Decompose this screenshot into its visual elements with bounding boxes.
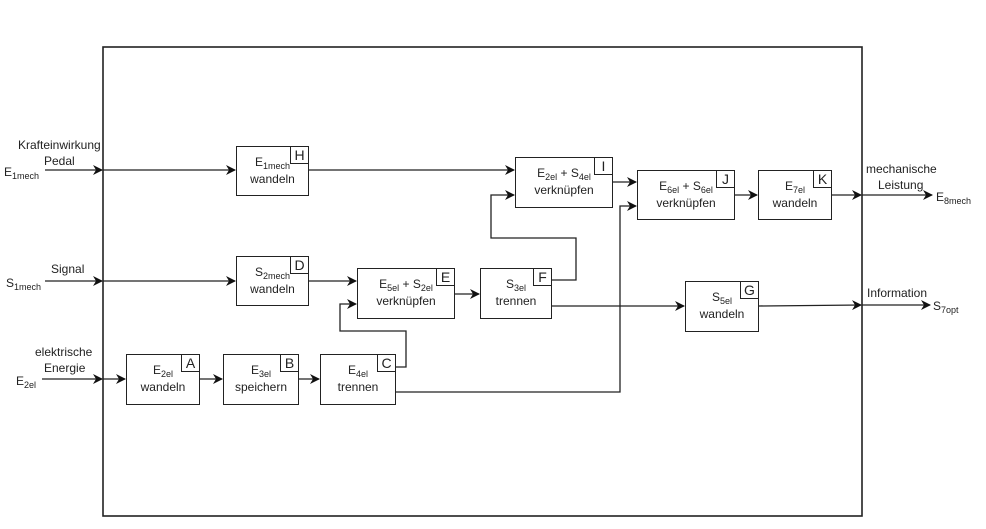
block-tag: D bbox=[290, 256, 309, 274]
block-verb: wandeln bbox=[250, 282, 295, 296]
block-K[interactable]: K E7el wandeln bbox=[758, 170, 832, 220]
block-symbol: E7el bbox=[784, 179, 806, 195]
input-symbol-e1mech: E1mech bbox=[4, 165, 40, 181]
block-A[interactable]: A E2el wandeln bbox=[126, 354, 200, 405]
block-verb: verknüpfen bbox=[534, 183, 594, 197]
block-verb: verknüpfen bbox=[656, 196, 716, 210]
arrow-G-out bbox=[758, 300, 862, 311]
block-symbol: E2el bbox=[152, 363, 174, 379]
output-symbol-s7opt: S7opt bbox=[933, 299, 959, 315]
block-tag: G bbox=[740, 281, 759, 299]
block-tag: E bbox=[436, 268, 455, 286]
block-G[interactable]: G S5el wandeln bbox=[685, 281, 759, 332]
block-D[interactable]: D S2mech wandeln bbox=[236, 256, 309, 306]
block-tag: F bbox=[533, 268, 552, 286]
arrow-C-E bbox=[339, 299, 407, 368]
block-verb: wandeln bbox=[140, 380, 186, 394]
block-verb: verknüpfen bbox=[376, 294, 436, 308]
block-J[interactable]: J E6el + S6el verknüpfen bbox=[637, 170, 735, 220]
block-C[interactable]: C E4el trennen bbox=[320, 354, 396, 405]
input-label-e1mech: Krafteinwirkung bbox=[18, 138, 101, 152]
input-symbol-e2el: E2el bbox=[16, 374, 37, 390]
block-symbol: S3el bbox=[505, 277, 527, 293]
input-label-e2el: elektrische bbox=[35, 345, 93, 359]
block-tag: I bbox=[594, 157, 613, 175]
block-F[interactable]: F S3el trennen bbox=[480, 268, 552, 319]
block-tag: H bbox=[290, 146, 309, 164]
output-label-s7opt: Information bbox=[867, 286, 928, 300]
block-symbol: S2mech bbox=[254, 265, 291, 281]
block-symbol: E3el bbox=[250, 363, 272, 379]
block-I[interactable]: I E2el + S4el verknüpfen bbox=[515, 157, 613, 208]
input-sublabel-e1mech: Pedal bbox=[44, 154, 75, 168]
block-verb: wandeln bbox=[250, 172, 295, 186]
block-verb: wandeln bbox=[699, 307, 745, 321]
block-tag: C bbox=[377, 354, 396, 372]
block-H[interactable]: H E1mech wandeln bbox=[236, 146, 309, 196]
block-E[interactable]: E E5el + S2el verknüpfen bbox=[357, 268, 455, 319]
block-verb: speichern bbox=[234, 380, 288, 394]
input-label-s1mech: Signal bbox=[51, 262, 85, 276]
output-sublabel-e8mech: Leistung bbox=[878, 178, 924, 192]
block-tag: B bbox=[280, 354, 299, 372]
block-symbol: E4el bbox=[347, 363, 369, 379]
arrow-F-I bbox=[490, 190, 577, 281]
block-verb: wandeln bbox=[772, 196, 818, 210]
block-verb: trennen bbox=[495, 294, 537, 308]
block-tag: A bbox=[181, 354, 200, 372]
output-label-e8mech: mechanische bbox=[866, 162, 937, 176]
block-symbol: S5el bbox=[711, 290, 733, 306]
block-symbol: E2el + S4el bbox=[537, 166, 591, 182]
output-symbol-e8mech: E8mech bbox=[936, 190, 972, 206]
block-tag: K bbox=[813, 170, 832, 188]
block-verb: trennen bbox=[337, 380, 379, 394]
arrow-C-J bbox=[396, 201, 637, 393]
input-sublabel-e2el: Energie bbox=[44, 361, 86, 375]
block-B[interactable]: B E3el speichern bbox=[223, 354, 299, 405]
input-symbol-s1mech: S1mech bbox=[6, 276, 42, 292]
block-symbol: E1mech bbox=[254, 155, 291, 171]
block-tag: J bbox=[716, 170, 735, 188]
block-symbol: E6el + S6el bbox=[659, 179, 713, 195]
block-symbol: E5el + S2el bbox=[379, 277, 433, 293]
